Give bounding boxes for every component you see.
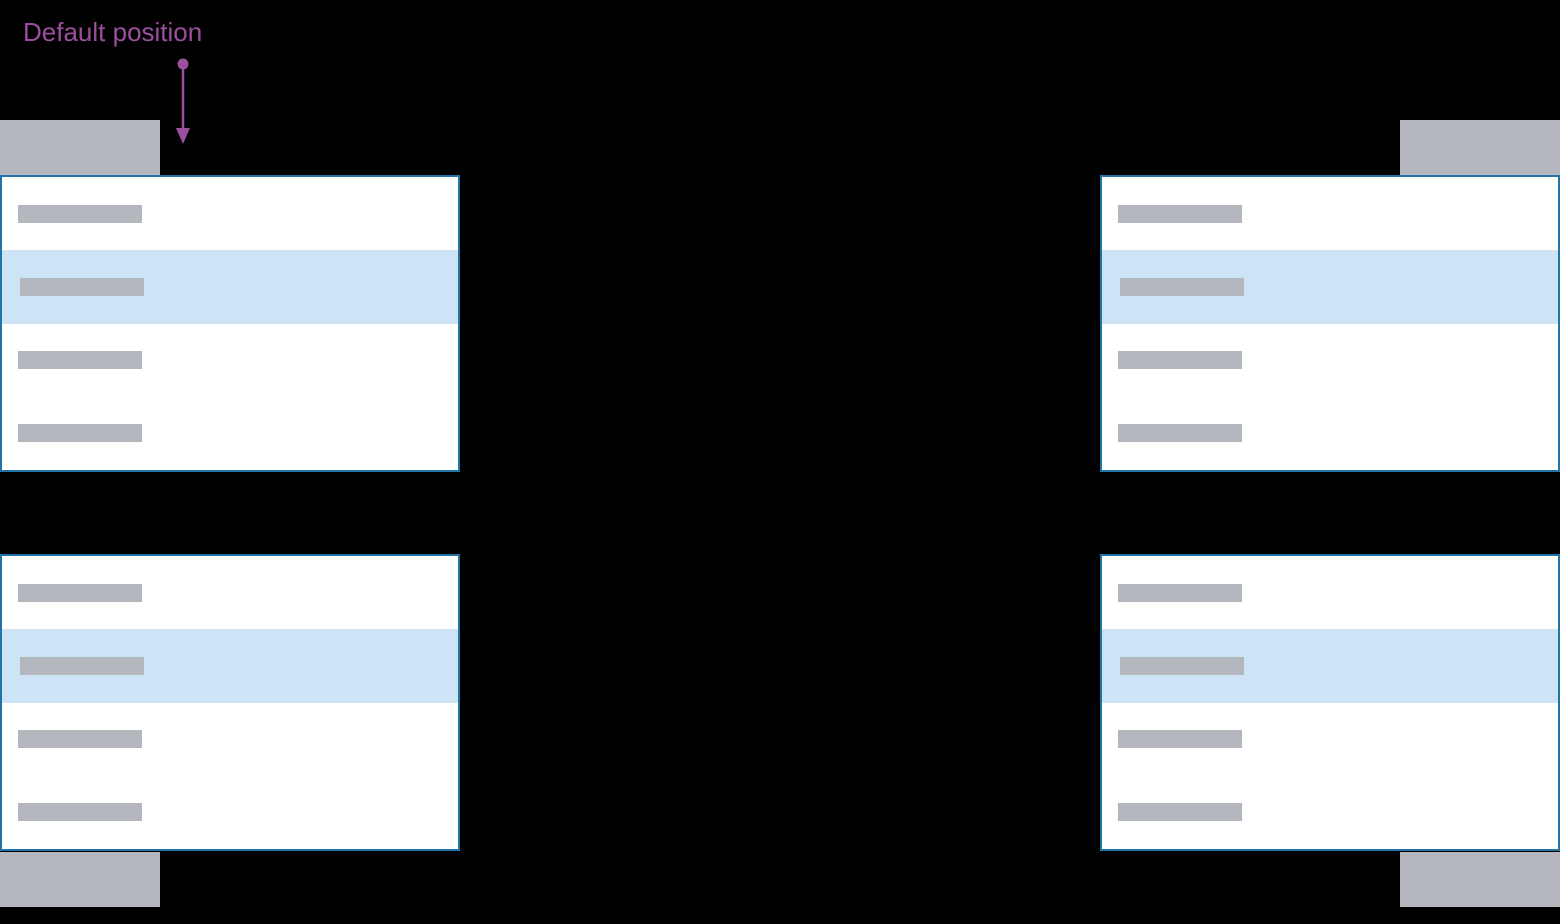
menu-item-placeholder-bar	[18, 803, 142, 822]
menu-item-placeholder-bar	[20, 277, 144, 296]
menu-item-placeholder-bar	[1118, 583, 1242, 602]
menu-item-selected[interactable]	[2, 629, 458, 703]
menu-item[interactable]	[2, 177, 458, 250]
menu-item[interactable]	[1102, 177, 1558, 250]
menu-item-placeholder-bar	[1120, 277, 1244, 296]
annotation-arrow-icon	[176, 58, 190, 144]
menu-item-placeholder-bar	[18, 730, 142, 749]
menu-item[interactable]	[2, 703, 458, 776]
menu-item-placeholder-bar	[18, 204, 142, 223]
menu-item[interactable]	[1102, 324, 1558, 397]
menu-item-selected[interactable]	[1102, 250, 1558, 324]
dropdown-menu-bottom-left	[0, 554, 460, 851]
menu-item-placeholder-bar	[1120, 656, 1244, 675]
menu-item[interactable]	[1102, 703, 1558, 776]
menu-item-placeholder-bar	[18, 583, 142, 602]
menu-item-placeholder-bar	[20, 656, 144, 675]
dropdown-trigger-bottom-left[interactable]	[0, 852, 160, 907]
menu-item-placeholder-bar	[1118, 803, 1242, 822]
menu-item-placeholder-bar	[18, 424, 142, 443]
menu-item[interactable]	[2, 776, 458, 849]
menu-item[interactable]	[2, 556, 458, 629]
menu-item[interactable]	[2, 324, 458, 397]
menu-item-selected[interactable]	[1102, 629, 1558, 703]
menu-item-placeholder-bar	[1118, 424, 1242, 443]
menu-item-placeholder-bar	[1118, 351, 1242, 370]
dropdown-trigger-top-right[interactable]	[1400, 120, 1560, 175]
dropdown-menu-top-left	[0, 175, 460, 472]
dropdown-menu-top-right	[1100, 175, 1560, 472]
menu-item-placeholder-bar	[1118, 730, 1242, 749]
menu-item-placeholder-bar	[18, 351, 142, 370]
arrow-head	[176, 128, 190, 144]
menu-item-placeholder-bar	[1118, 204, 1242, 223]
dropdown-trigger-bottom-right[interactable]	[1400, 852, 1560, 907]
menu-item[interactable]	[1102, 556, 1558, 629]
menu-item[interactable]	[1102, 776, 1558, 849]
menu-item-selected[interactable]	[2, 250, 458, 324]
menu-item[interactable]	[1102, 397, 1558, 470]
menu-item[interactable]	[2, 397, 458, 470]
arrow-dot	[177, 58, 189, 70]
dropdown-trigger-top-left[interactable]	[0, 120, 160, 175]
default-position-label: Default position	[23, 17, 203, 47]
dropdown-menu-bottom-right	[1100, 554, 1560, 851]
